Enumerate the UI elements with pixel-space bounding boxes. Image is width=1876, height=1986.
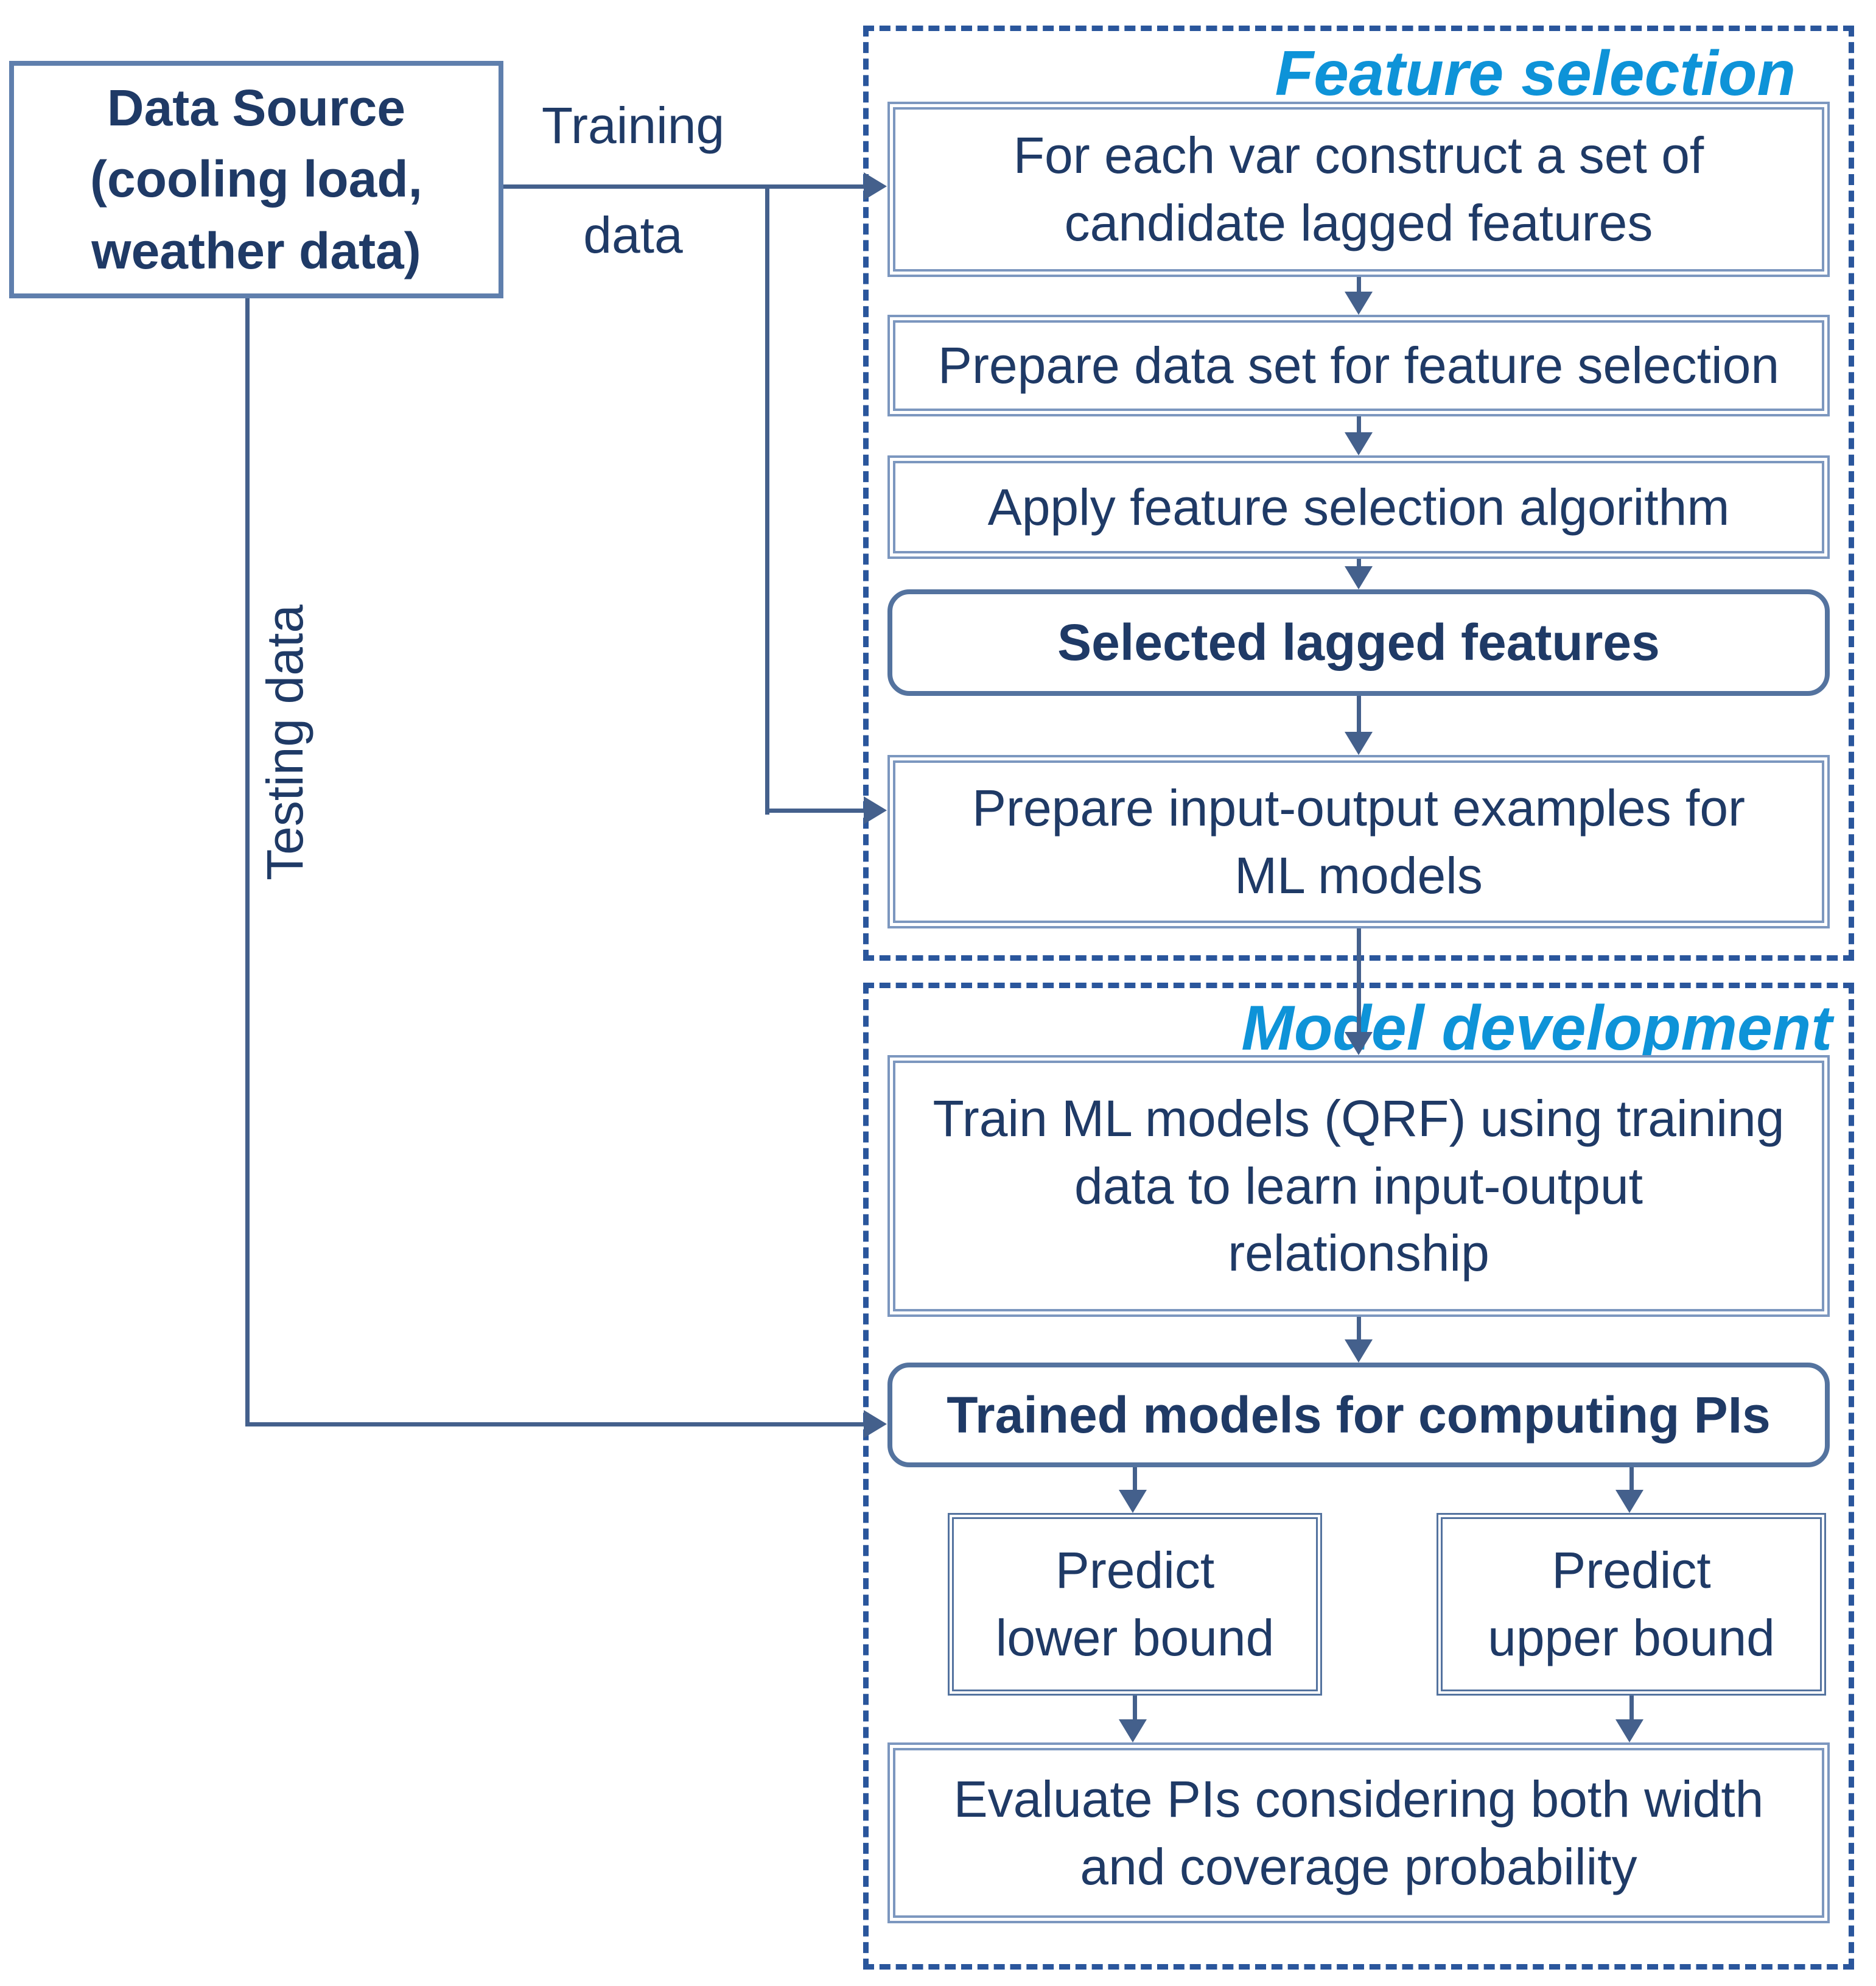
arrow-md2-upper [1629, 1467, 1634, 1493]
testing-data-label: Testing data [256, 605, 313, 881]
arrowhead-md2-lower [1119, 1490, 1147, 1513]
testing-data-line-v [245, 298, 250, 1426]
step-apply-feature-selection-label: Apply feature selection algorithm [987, 478, 1730, 536]
step-construct-lagged-features: For each var construct a set of candidat… [887, 102, 1830, 277]
arrowhead-testing-into-md2 [864, 1410, 887, 1438]
feature-selection-title: Feature selection [1275, 38, 1796, 109]
arrow-fs2-fs3 [1357, 416, 1361, 436]
model-development-title: Model development [1241, 993, 1832, 1064]
training-branch-line-v [765, 184, 769, 815]
step-prepare-dataset-label: Prepare data set for feature selection [937, 337, 1780, 395]
arrow-upper-eval [1629, 1696, 1634, 1723]
arrowhead-fs4-fs5 [1345, 732, 1373, 755]
arrow-md2-lower [1133, 1467, 1137, 1493]
step-predict-lower-bound-label: Predict lower bound [995, 1542, 1275, 1666]
step-prepare-io-examples: Prepare input-output examples for ML mod… [887, 755, 1830, 928]
step-selected-lagged-features: Selected lagged features [887, 589, 1830, 696]
arrowhead-fs2-fs3 [1345, 432, 1373, 455]
step-train-ml-models: Train ML models (QRF) using training dat… [887, 1055, 1830, 1317]
arrow-fs5-md1 [1357, 928, 1361, 1036]
step-trained-models: Trained models for computing PIs [887, 1363, 1830, 1467]
arrowhead-training-into-fs5 [864, 796, 887, 824]
arrowhead-lower-eval [1119, 1719, 1147, 1742]
step-evaluate-pis-label: Evaluate PIs considering both width and … [953, 1770, 1764, 1895]
arrowhead-upper-eval [1615, 1719, 1643, 1742]
data-source-label: Data Source (cooling load, weather data) [90, 79, 422, 279]
step-predict-lower-bound: Predict lower bound [948, 1513, 1322, 1696]
arrowhead-fs3-fs4 [1345, 566, 1373, 589]
step-apply-feature-selection: Apply feature selection algorithm [887, 455, 1830, 559]
arrow-md1-md2 [1357, 1317, 1361, 1343]
arrow-fs1-fs2 [1357, 277, 1361, 295]
step-train-ml-models-label: Train ML models (QRF) using training dat… [933, 1089, 1785, 1282]
arrow-lower-eval [1133, 1696, 1137, 1723]
arrowhead-md1-md2 [1345, 1339, 1373, 1363]
step-predict-upper-bound-label: Predict upper bound [1488, 1542, 1775, 1666]
arrowhead-fs5-md1 [1345, 1032, 1373, 1055]
step-predict-upper-bound: Predict upper bound [1437, 1513, 1826, 1696]
training-data-label-line2: data [583, 206, 683, 264]
training-data-line-h [503, 184, 864, 189]
training-data-label-line1: Training [541, 97, 725, 154]
arrowhead-md2-upper [1615, 1490, 1643, 1513]
step-prepare-dataset: Prepare data set for feature selection [887, 315, 1830, 416]
step-selected-lagged-features-label: Selected lagged features [1057, 614, 1660, 672]
arrowhead-fs1-fs2 [1345, 292, 1373, 315]
arrowhead-training-into-fs1 [864, 172, 887, 200]
step-evaluate-pis: Evaluate PIs considering both width and … [887, 1742, 1830, 1923]
data-source-box: Data Source (cooling load, weather data) [9, 61, 503, 298]
testing-data-line-h [245, 1422, 864, 1426]
step-construct-lagged-features-label: For each var construct a set of candidat… [1013, 127, 1704, 251]
step-prepare-io-examples-label: Prepare input-output examples for ML mod… [971, 779, 1746, 904]
arrow-fs3-fs4 [1357, 559, 1361, 570]
step-trained-models-label: Trained models for computing PIs [947, 1386, 1771, 1444]
training-branch-line-h [765, 809, 864, 813]
arrow-fs4-fs5 [1357, 696, 1361, 735]
